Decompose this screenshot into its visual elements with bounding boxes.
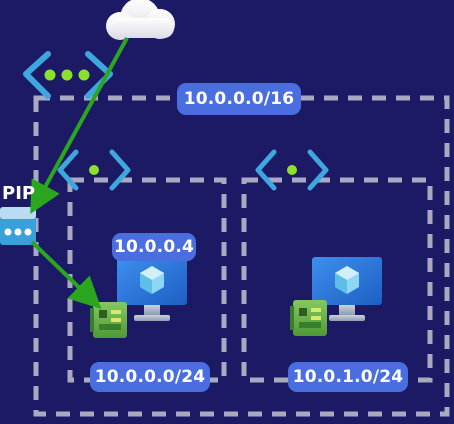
subnet-icon (255, 149, 329, 191)
vm-ip-label: 10.0.0.4 (112, 233, 196, 261)
network-interface-icon (90, 302, 127, 338)
subnet-icon (57, 149, 131, 191)
virtual-machine-icon (117, 257, 187, 321)
arrow-pip-to-nic (30, 240, 102, 310)
cloud-icon (106, 0, 175, 40)
public-ip-label: PIP (2, 183, 36, 204)
virtual-machine-icon (312, 257, 382, 321)
subnet-2-cidr-label: 10.0.1.0/24 (288, 362, 408, 392)
public-ip-icon (0, 207, 36, 245)
subnet-1-cidr-label: 10.0.0.0/24 (90, 362, 210, 392)
vnet-cidr-label: 10.0.0.0/16 (177, 83, 301, 115)
arrow-cloud-to-pip (30, 37, 129, 215)
network-interface-icon (290, 300, 327, 336)
vnet-icon (23, 51, 113, 99)
subnet-2-boundary (241, 177, 433, 383)
